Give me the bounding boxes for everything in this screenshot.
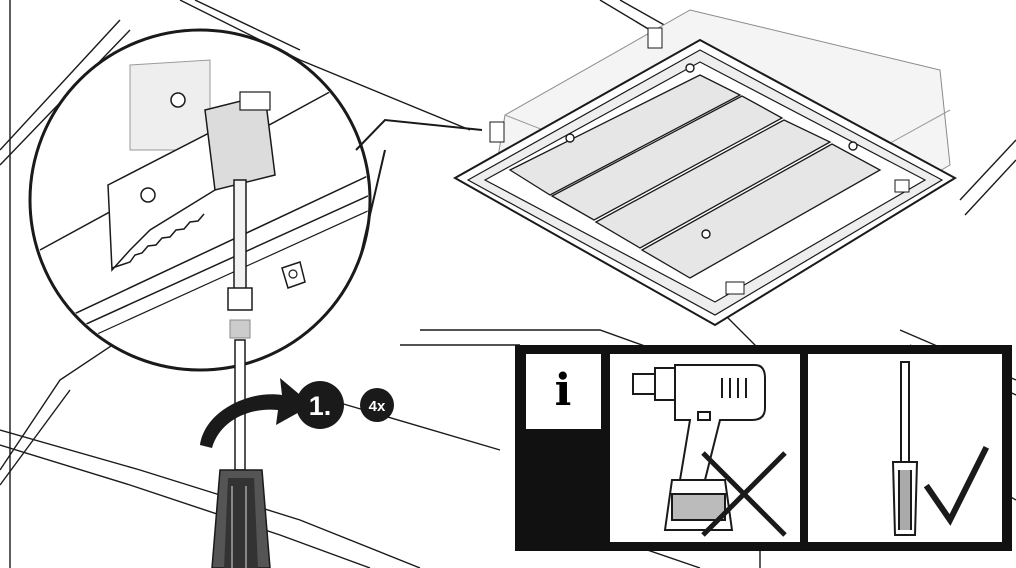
prohibited-cross-icon [701, 451, 787, 537]
info-symbol: i [555, 365, 572, 416]
step-number: 1. [309, 391, 332, 421]
rotate-clockwise-arrow-icon [200, 378, 312, 448]
screwdriver-icon [891, 361, 919, 536]
repeat-count-badge: 4x [360, 388, 394, 422]
step-badge: 1. [296, 381, 344, 429]
light-fixture [452, 9, 958, 327]
no-power-drill-cell [610, 354, 800, 542]
repeat-count: 4x [369, 398, 386, 415]
detail-magnifier [28, 28, 483, 372]
use-screwdriver-cell [808, 354, 1002, 542]
louver-blades [508, 74, 882, 279]
info-cell [526, 354, 601, 429]
tool-info-panel: i [515, 345, 1012, 551]
checkmark-icon [923, 445, 990, 526]
power-drill-icon [632, 364, 766, 531]
blade-screws [565, 63, 858, 239]
screwdriver-tool [211, 339, 271, 568]
